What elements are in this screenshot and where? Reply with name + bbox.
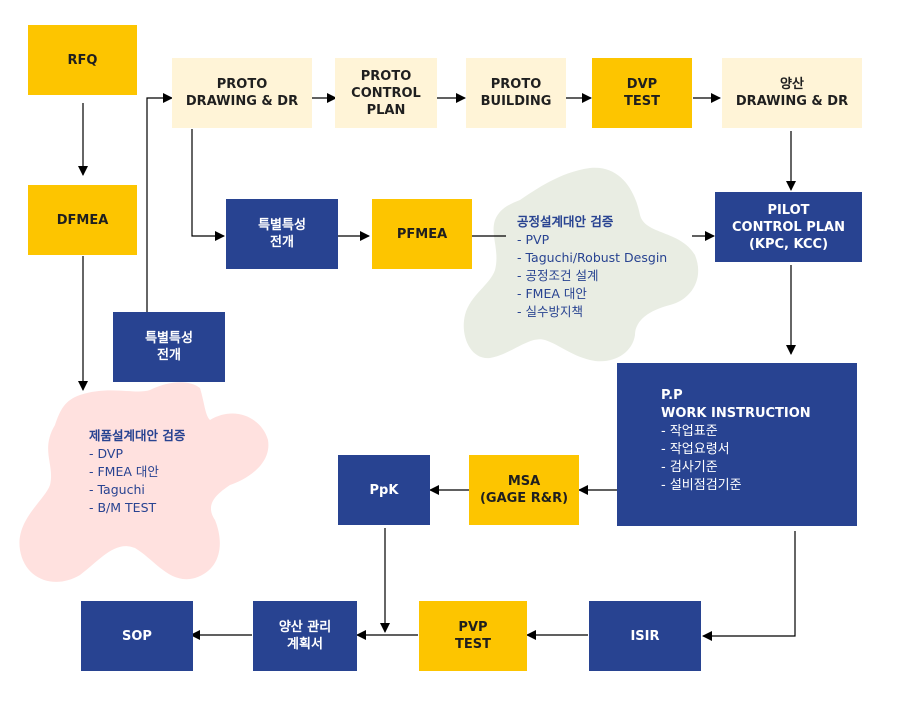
dfmea-box: DFMEA <box>28 185 137 255</box>
process-verification-blob <box>463 167 699 362</box>
proto-drawing-box: PROTO DRAWING & DR <box>172 58 312 128</box>
product-verification-note: 제품설계대안 검증 - DVP - FMEA 대안 - Taguchi - B/… <box>89 427 185 517</box>
mass-management-plan-box: 양산 관리 계획서 <box>253 601 357 671</box>
dvp-test-box: DVP TEST <box>592 58 692 128</box>
pfmea-box: PFMEA <box>372 199 472 269</box>
work-instruction-title-2: WORK INSTRUCTION <box>661 406 811 421</box>
process-verification-title: 공정설계대안 검증 <box>517 214 614 229</box>
product-verification-item: - B/M TEST <box>89 500 157 515</box>
work-instruction-title-1: P.P <box>661 388 683 403</box>
arrow-proto-drawing-special-char <box>191 129 225 241</box>
process-verification-note: 공정설계대안 검증 - PVP - Taguchi/Robust Desgin … <box>517 213 667 321</box>
work-instruction-item: - 검사기준 <box>661 460 718 475</box>
rfq-box: RFQ <box>28 25 137 95</box>
product-verification-item: - DVP <box>89 446 123 461</box>
proto-building-box: PROTO BUILDING <box>466 58 566 128</box>
process-verification-item: - 실수방지책 <box>517 304 583 319</box>
process-verification-item: - Taguchi/Robust Desgin <box>517 250 668 265</box>
isir-box: ISIR <box>589 601 701 671</box>
product-verification-title: 제품설계대안 검증 <box>89 428 186 443</box>
process-verification-item: - 공정조건 설계 <box>517 268 599 283</box>
special-characteristics-box: 특별특성 전개 <box>226 199 338 269</box>
process-verification-item: - FMEA 대안 <box>517 286 587 301</box>
mass-drawing-box: 양산 DRAWING & DR <box>722 58 862 128</box>
special-characteristics-left-box: 특별특성 전개 <box>113 312 225 382</box>
work-instruction-box: P.P WORK INSTRUCTION - 작업표준 - 작업요령서 - 검사… <box>617 363 857 526</box>
arrow-work-instruction-isir <box>702 531 796 641</box>
arrow-special-char-proto-drawing <box>146 93 173 312</box>
work-instruction-item: - 작업표준 <box>661 424 718 439</box>
product-verification-blob <box>19 382 269 582</box>
pvp-test-box: PVP TEST <box>419 601 527 671</box>
work-instruction-item: - 설비점검기준 <box>661 478 742 493</box>
proto-control-plan-box: PROTO CONTROL PLAN <box>335 58 437 128</box>
sop-box: SOP <box>81 601 193 671</box>
work-instruction-item: - 작업요령서 <box>661 442 730 457</box>
msa-box: MSA (GAGE R&R) <box>469 455 579 525</box>
process-verification-item: - PVP <box>517 232 550 247</box>
ppk-box: PpK <box>338 455 430 525</box>
product-verification-item: - FMEA 대안 <box>89 464 159 479</box>
product-verification-item: - Taguchi <box>89 482 145 497</box>
pilot-control-plan-box: PILOT CONTROL PLAN (KPC, KCC) <box>715 192 862 262</box>
